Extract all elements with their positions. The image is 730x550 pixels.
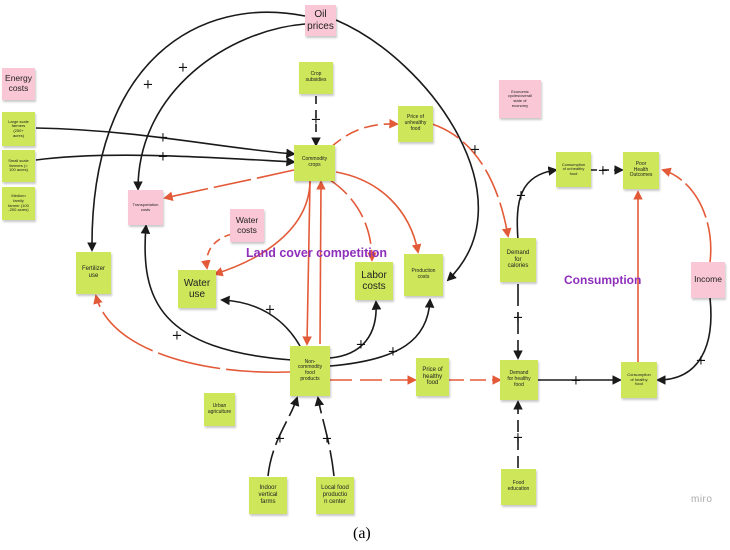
- arrow-commodity-to-labor: [329, 179, 377, 262]
- arrow-commodity-to-price-unhealthy: [329, 118, 399, 149]
- polarity-sign: +: [515, 188, 527, 204]
- note-oil-prices[interactable]: Oil prices: [305, 5, 336, 36]
- note-economic-cycles[interactable]: Economic cycles/overall state of economy: [499, 80, 541, 118]
- arrow-noncommodity-to-fertilizer: [93, 294, 291, 374]
- note-crop-subsidies[interactable]: Crop subsidies: [299, 62, 333, 94]
- polarity-sign: +: [597, 163, 609, 179]
- arrow-noncommodity-to-labor: [329, 300, 382, 359]
- note-small-scale-farmers[interactable]: Small scale farmers (< 100 acres): [2, 150, 35, 182]
- polarity-sign: +: [310, 112, 322, 128]
- note-food-education[interactable]: Food education: [501, 469, 536, 505]
- note-poor-health-outcomes[interactable]: Poor Health Outcomes: [623, 152, 659, 189]
- arrow-local-to-noncommodity: [314, 396, 335, 477]
- note-energy-costs[interactable]: Energy costs: [2, 68, 35, 100]
- arrow-small-farmers-to-commodity: [35, 154, 296, 167]
- note-fertilizer-use[interactable]: Fertilizer use: [76, 252, 111, 294]
- polarity-sign: +: [469, 142, 481, 158]
- label-consumption: Consumption: [564, 273, 642, 287]
- note-water-use[interactable]: Water use: [178, 270, 216, 308]
- note-production-costs[interactable]: Production costs: [404, 254, 443, 296]
- note-non-commodity-food-products[interactable]: Non- commodity food products: [290, 346, 330, 396]
- note-price-unhealthy-food[interactable]: Price of unhealthy food: [398, 106, 433, 142]
- polarity-sign: +: [171, 328, 183, 344]
- arrow-price-unhealthy-to-calories: [431, 123, 512, 238]
- note-transportation-costs[interactable]: Transportation costs: [128, 190, 163, 225]
- polarity-sign: +: [570, 373, 582, 389]
- arrow-watercosts-to-wateruse: [201, 233, 233, 270]
- polarity-sign: +: [695, 353, 707, 369]
- arrow-noncommodity-to-production: [329, 298, 435, 367]
- polarity-sign: +: [512, 310, 524, 326]
- polarity-sign: +: [264, 302, 276, 318]
- arrow-commodity-to-water-use: [213, 179, 311, 277]
- arrow-indoor-to-noncommodity: [267, 396, 300, 477]
- arrow-commodity-to-production: [335, 171, 422, 254]
- note-local-food-production-center[interactable]: Local food productio n center: [316, 477, 354, 514]
- note-income[interactable]: Income: [691, 262, 725, 298]
- note-indoor-vertical-farms[interactable]: Indoor vertical farms: [249, 477, 287, 514]
- polarity-sign: +: [387, 344, 399, 360]
- arrow-income-to-health: [661, 167, 712, 263]
- arrow-oil-to-transportation: [133, 23, 306, 191]
- note-water-costs[interactable]: Water costs: [230, 209, 264, 242]
- arrow-calories-to-consumption-unhealthy: [516, 166, 558, 241]
- miro-logo: miro: [691, 494, 713, 505]
- label-land-cover-competition: Land cover competition: [246, 246, 387, 260]
- arrow-oil-to-production: [335, 19, 480, 282]
- polarity-sign: +: [157, 130, 169, 146]
- arrow-farmers-to-commodity: [35, 127, 296, 159]
- polarity-sign: +: [157, 149, 169, 165]
- note-price-of-healthy-food[interactable]: Price of healthy food: [416, 358, 449, 396]
- arrow-noncommodity-to-wateruse: [220, 295, 301, 347]
- note-commodity-crops[interactable]: Commodity crops: [294, 145, 335, 181]
- polarity-sign: +: [274, 431, 286, 447]
- note-medium-family-farmer[interactable]: Medium family farmer (100 -200 acres): [2, 187, 35, 220]
- polarity-sign: +: [321, 431, 333, 447]
- arrow-commodity-to-noncommodity: [302, 181, 312, 346]
- note-consumption-unhealthy-food[interactable]: Consumption of unhealthy food: [556, 152, 591, 187]
- polarity-sign: +: [355, 337, 367, 353]
- figure-caption: (a): [353, 525, 371, 542]
- polarity-sign: +: [177, 60, 189, 76]
- note-demand-for-calories[interactable]: Demand for calories: [500, 238, 536, 282]
- note-demand-for-healthy-food[interactable]: Demand for healthy food: [500, 360, 538, 400]
- note-consumption-of-healthy-food[interactable]: Consumption of healthy food: [621, 362, 657, 398]
- note-large-scale-farmers[interactable]: Large scale farmers (250+ acres): [2, 112, 35, 146]
- note-labor-costs[interactable]: Labor costs: [355, 262, 393, 300]
- arrow-noncommodity-to-transportation: [140, 224, 293, 361]
- polarity-sign: +: [142, 77, 154, 93]
- arrow-oil-to-fertilizer: [87, 11, 306, 252]
- note-urban-agriculture[interactable]: Urban agriculture: [204, 393, 235, 426]
- arrow-income-to-consumption-healthy: [656, 297, 712, 385]
- arrow-noncommodity-to-commodity: [316, 180, 326, 345]
- polarity-sign: +: [512, 430, 524, 446]
- arrow-commodity-to-transportation: [163, 169, 295, 201]
